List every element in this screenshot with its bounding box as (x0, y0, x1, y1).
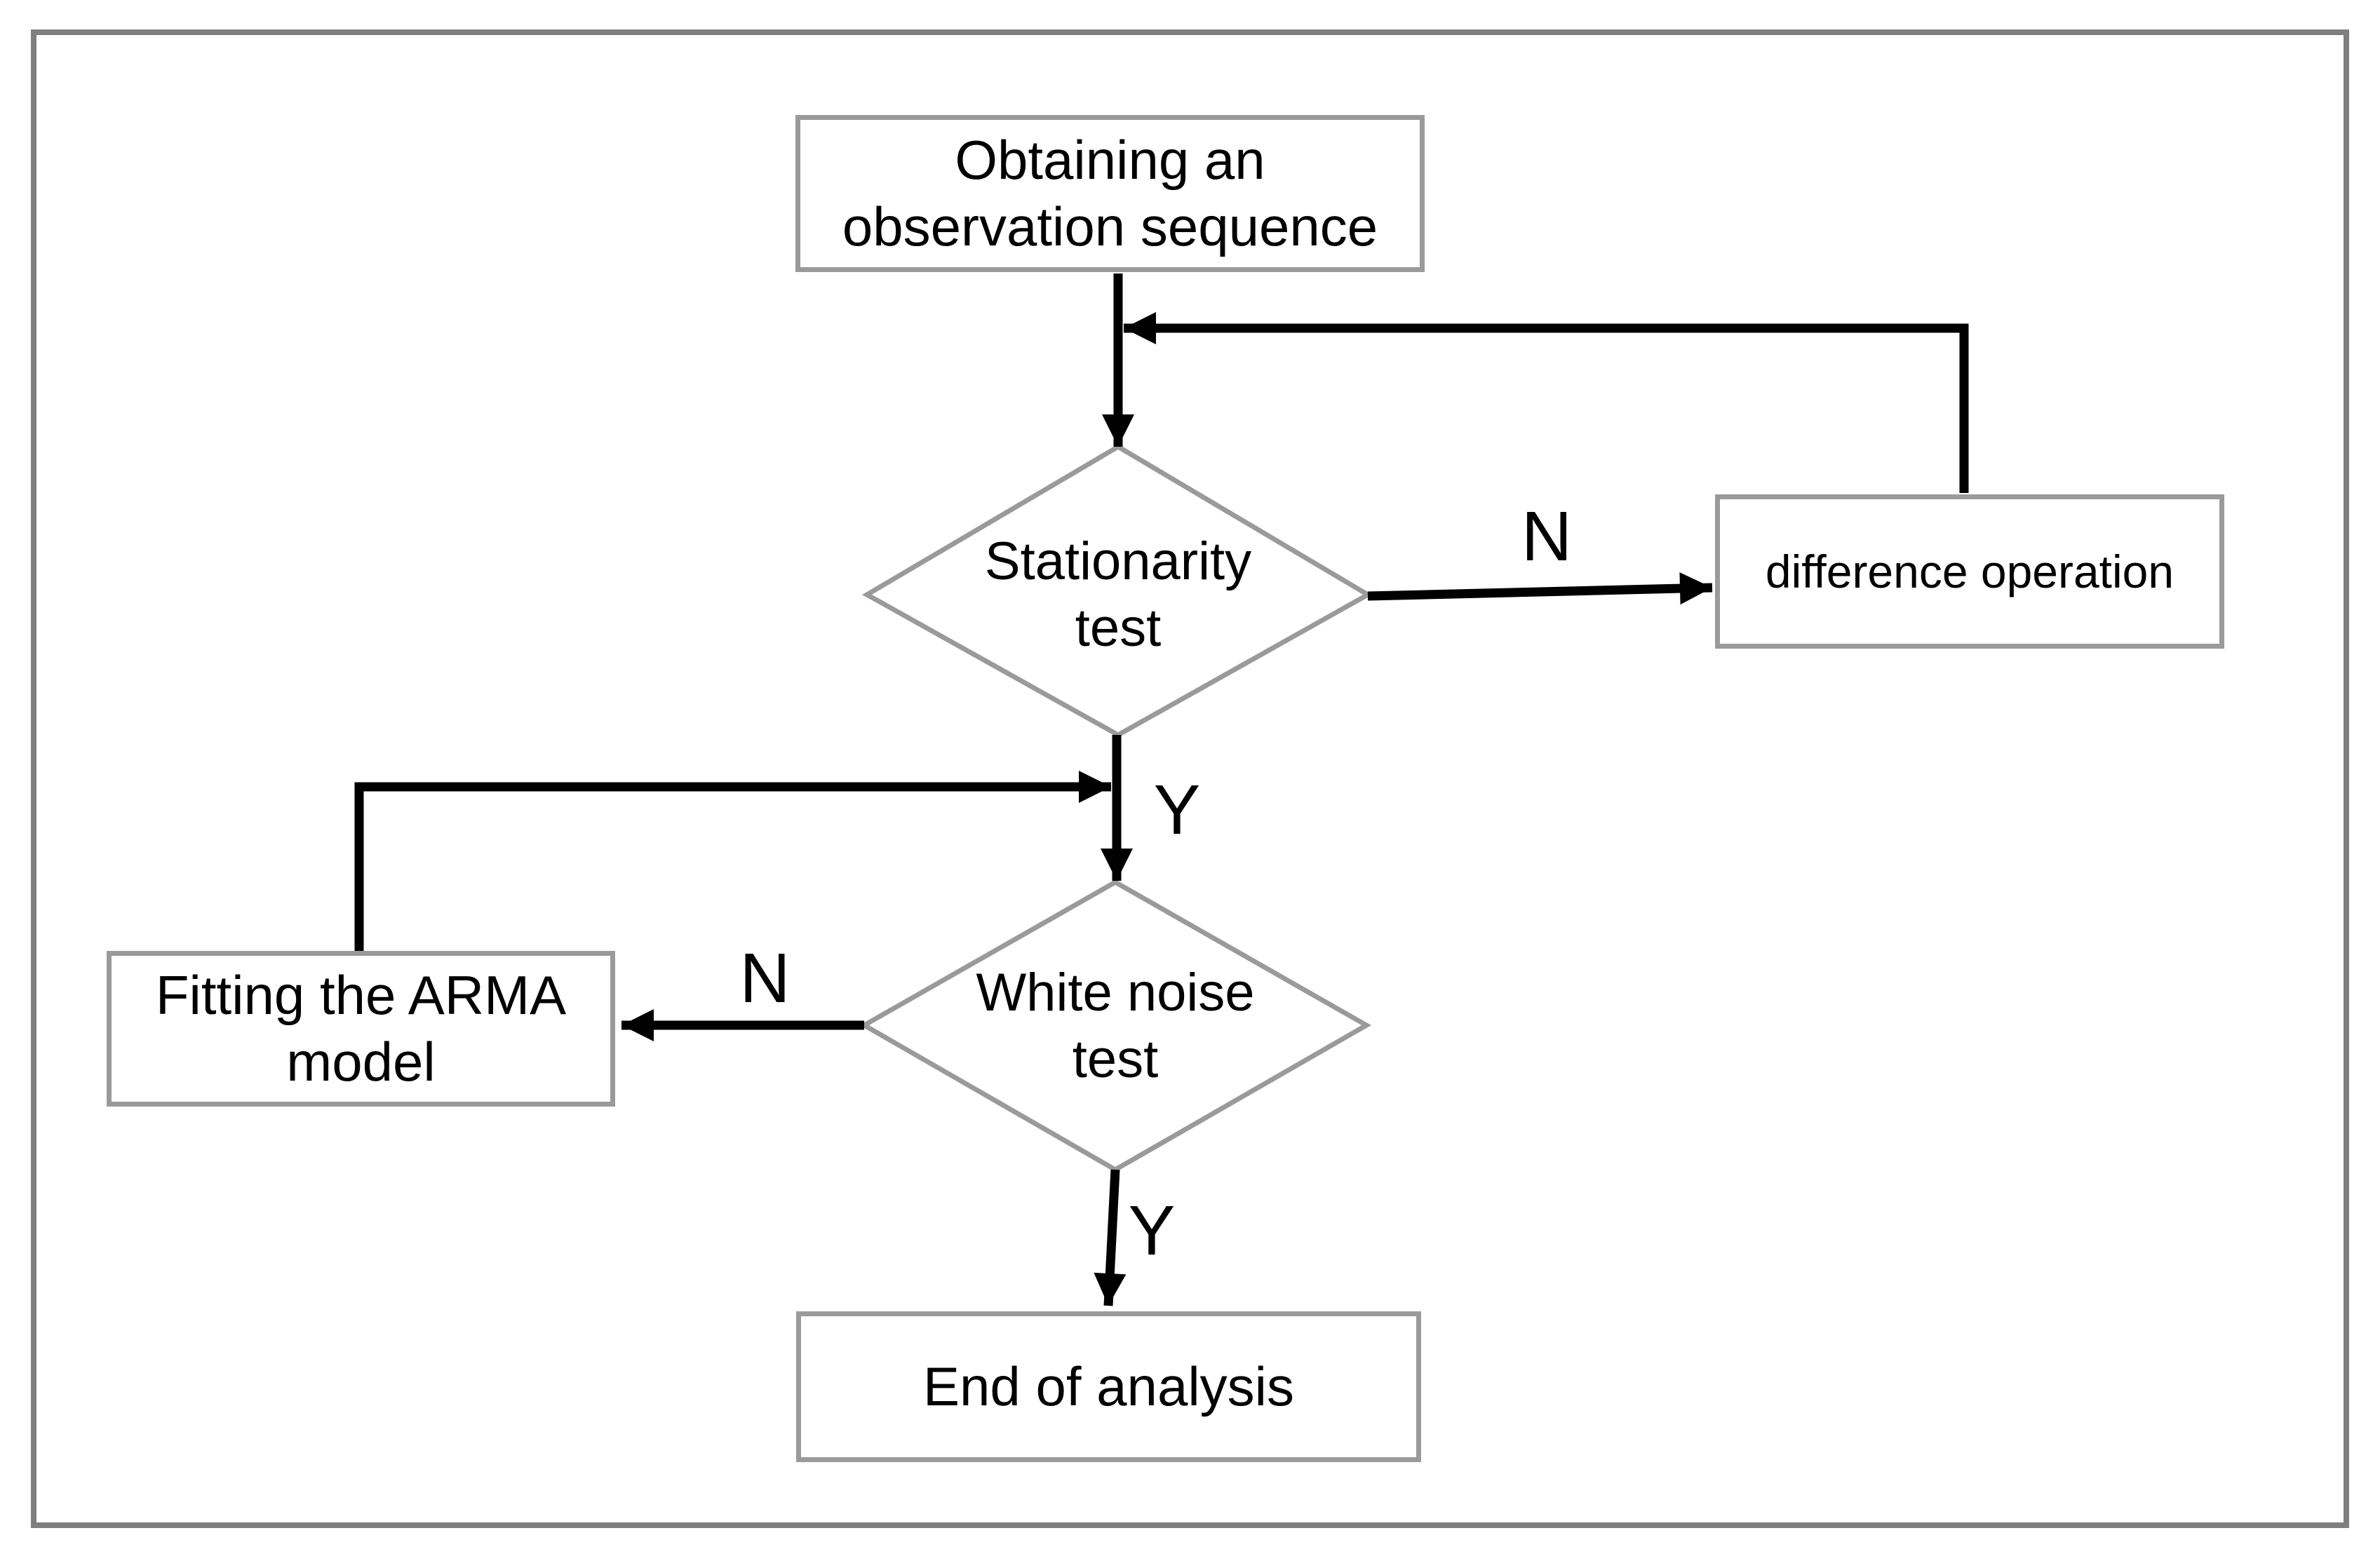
edge-label-white-noise-yes: Y (1128, 1191, 1176, 1270)
edge-label-white-noise-no: N (739, 938, 791, 1018)
edge-label-stationarity-yes: Y (1153, 770, 1201, 849)
edge-arma-feedback-loop (354, 771, 1111, 951)
node-label-line: observation sequence (842, 196, 1378, 257)
process-box-fitting-arma-model: Fitting the ARMA model (107, 951, 615, 1107)
node-label-line: End of analysis (923, 1355, 1294, 1417)
diamond-white-noise-test (859, 879, 1372, 1173)
process-box-obtaining-sequence: Obtaining an observation sequence (795, 115, 1425, 272)
process-box-end-of-analysis: End of analysis (796, 1311, 1421, 1462)
edge-stationarity-no-to-difference (1367, 572, 1713, 605)
process-box-difference-operation: difference operation (1715, 494, 2224, 649)
diamond-stationarity-test (861, 443, 1373, 738)
node-label-line: model (286, 1031, 436, 1093)
node-label-line: Obtaining an (955, 128, 1265, 191)
outer-border-frame (31, 29, 2349, 1528)
edge-label-stationarity-no: N (1521, 496, 1573, 576)
node-label-line: Fitting the ARMA (155, 964, 567, 1026)
edge-difference-feedback-loop (1124, 312, 1969, 493)
edge-whitenoise-yes-to-end (1094, 1169, 1127, 1306)
node-label-line: difference operation (1765, 545, 2174, 597)
